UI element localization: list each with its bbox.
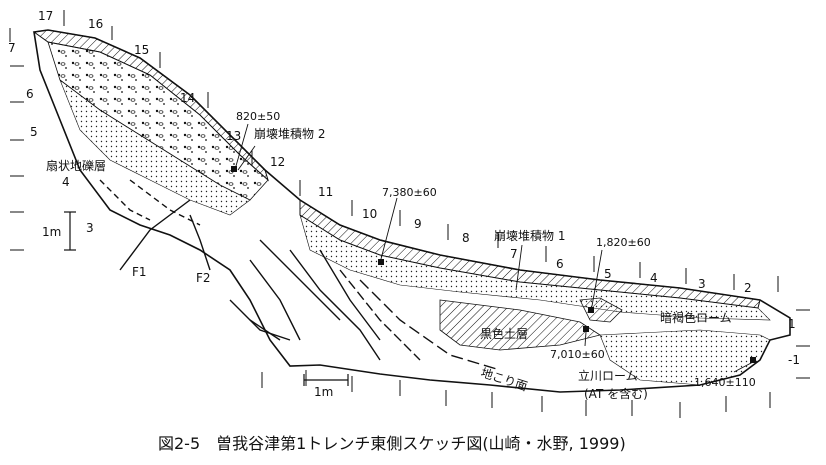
- date-labels: 820±50 7,380±60 1,820±60 7,010±60 1,640±…: [236, 110, 756, 389]
- scale-horizontal-label: 1m: [314, 385, 333, 399]
- section-ticks: [9, 10, 810, 379]
- horizontal-scale-bar: [303, 374, 349, 386]
- side-6: 6: [26, 87, 34, 101]
- section-number-labels: 17 16 15 14 13 12 11 10 9 8 7 6 5 4 3 2: [38, 9, 752, 295]
- label-tachikawa-note: (AT を含む): [584, 386, 648, 401]
- dotted-layer-lower: [299, 214, 771, 321]
- label-tachikawa-loam: 立川ローム: [578, 368, 638, 383]
- side-1: 1: [788, 317, 796, 331]
- sec-14: 14: [180, 91, 195, 105]
- side-minus1: -1: [788, 353, 800, 367]
- dotted-layer-upper: [59, 79, 251, 216]
- sec-8: 8: [462, 231, 470, 245]
- date-7010: 7,010±60: [550, 348, 605, 361]
- sec-4: 4: [650, 271, 658, 285]
- sec-3: 3: [698, 277, 706, 291]
- sec-15: 15: [134, 43, 149, 57]
- sec-2: 2: [744, 281, 752, 295]
- sec-6: 6: [556, 257, 564, 271]
- sec-13: 13: [226, 129, 241, 143]
- sec-16: 16: [88, 17, 103, 31]
- date-1820: 1,820±60: [596, 236, 651, 249]
- date-820: 820±50: [236, 110, 280, 123]
- layer-labels: 崩壊堆積物 2 崩壊堆積物 1 扇状地礫層 暗褐色ローム 黒色土層 立川ローム …: [46, 126, 732, 401]
- bottom-ticks: [261, 370, 771, 418]
- sec-9: 9: [414, 217, 422, 231]
- sample-markers: [231, 166, 756, 363]
- date-1640: 1,640±110: [694, 376, 756, 389]
- sec-12: 12: [270, 155, 285, 169]
- fault-lines: [99, 179, 501, 371]
- sec-11: 11: [318, 185, 333, 199]
- label-collapse-2: 崩壊堆積物 2: [254, 126, 325, 141]
- fault-f2: F2: [196, 271, 211, 285]
- label-fan-gravel: 扇状地礫層: [46, 158, 106, 173]
- leader-lines: [235, 123, 754, 373]
- fault-f1: F1: [132, 265, 147, 279]
- small-hatched-patch: [579, 297, 623, 323]
- sec-5: 5: [604, 267, 612, 281]
- black-soil-layer: [439, 299, 601, 351]
- sec-10: 10: [362, 207, 377, 221]
- label-dark-brown-loam: 暗褐色ローム: [660, 310, 732, 325]
- label-black-soil: 黒色土層: [480, 327, 528, 341]
- sec-7: 7: [510, 247, 518, 261]
- side-5: 5: [30, 125, 38, 139]
- side-number-labels: 7 6 5 4 3 1 -1: [8, 41, 800, 367]
- sec-17: 17: [38, 9, 53, 23]
- label-collapse-1: 崩壊堆積物 1: [494, 228, 565, 243]
- side-7: 7: [8, 41, 16, 55]
- vertical-scale-bar: [64, 211, 76, 251]
- loam-region: [599, 329, 771, 386]
- side-4: 4: [62, 175, 70, 189]
- side-3: 3: [86, 221, 94, 235]
- scale-vertical-label: 1m: [42, 225, 61, 239]
- figure-caption: 図2-5 曽我谷津第1トレンチ東側スケッチ図(山崎・水野, 1999): [158, 434, 626, 453]
- date-7380: 7,380±60: [382, 186, 437, 199]
